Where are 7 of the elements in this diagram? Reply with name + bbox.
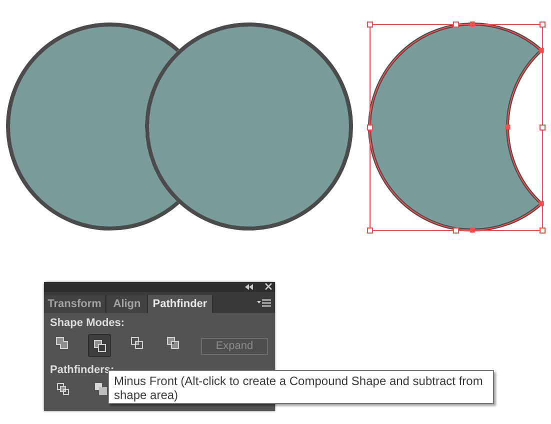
tab: Transform: [44, 295, 106, 313]
tab: Align: [107, 295, 148, 313]
section-heading: Shape Modes:: [50, 317, 125, 330]
disabled-button: Expand: [201, 338, 268, 355]
tab: Pathfinder: [148, 295, 213, 313]
tooltip: Minus Front (Alt-click to create a Compound Shape and subtract from shape area): [108, 370, 494, 404]
circle-shape: [145, 22, 353, 231]
